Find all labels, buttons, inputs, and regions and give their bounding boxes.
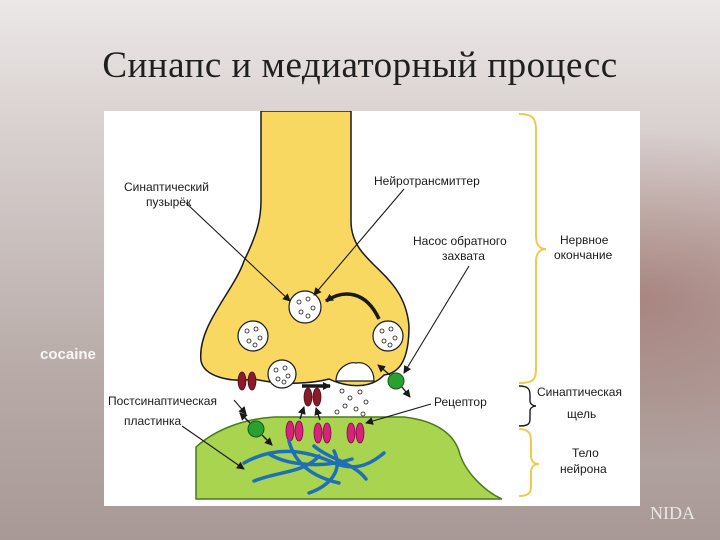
label-nerve-terminal: Нервное	[560, 233, 609, 247]
label-synaptic-cleft: щель	[567, 407, 596, 421]
label-reuptake-pump: захвата	[442, 249, 485, 263]
label-neuron-body: Тело	[572, 446, 599, 460]
label-postsynaptic-membrane: Постсинаптическая	[108, 394, 217, 408]
receptor	[285, 420, 304, 442]
postsynaptic-pump	[247, 420, 265, 438]
presynaptic-channel	[303, 387, 322, 407]
recycle-arrow	[325, 292, 381, 320]
brace-neuron-body	[518, 428, 540, 497]
synaptic-vesicle	[237, 320, 269, 352]
brace-nerve-terminal	[518, 113, 547, 384]
synaptic-vesicle	[288, 290, 322, 324]
nerve-terminal	[200, 110, 410, 387]
receptor	[346, 422, 365, 444]
receptor	[313, 422, 332, 444]
flow-arrows	[239, 364, 411, 446]
label-neuron-body: нейрона	[560, 462, 607, 476]
label-synaptic-vesicle: пузырёк	[146, 195, 192, 209]
label-receptor: Рецептор	[434, 395, 487, 409]
background-caption: cocaine	[40, 346, 96, 363]
synaptic-vesicle	[267, 359, 297, 389]
label-synaptic-vesicle: Синаптический	[124, 180, 209, 194]
watermark-logo: NIDA	[650, 503, 695, 523]
signal-fibers	[242, 439, 386, 495]
label-nerve-terminal: окончание	[554, 248, 613, 262]
label-synaptic-cleft: Синаптическая	[537, 385, 622, 399]
neurotransmitter-molecules	[334, 388, 369, 417]
reuptake-pump	[387, 372, 405, 390]
diagram-panel: Синаптический пузырёк Нейротрансмиттер Н…	[104, 110, 640, 506]
presynaptic-channel	[237, 371, 257, 391]
brace-synaptic-cleft	[518, 385, 537, 427]
synaptic-vesicle	[372, 320, 404, 352]
label-neurotransmitter: Нейротрансмиттер	[374, 174, 480, 188]
label-reuptake-pump: Насос обратного	[413, 234, 507, 248]
label-postsynaptic-membrane: пластинка	[124, 414, 182, 428]
synapse-diagram: Синаптический пузырёк Нейротрансмиттер Н…	[108, 110, 622, 500]
fusing-vesicle	[335, 362, 375, 382]
label-pointers	[181, 188, 470, 470]
slide-title: Синапс и медиаторный процесс	[102, 45, 618, 86]
